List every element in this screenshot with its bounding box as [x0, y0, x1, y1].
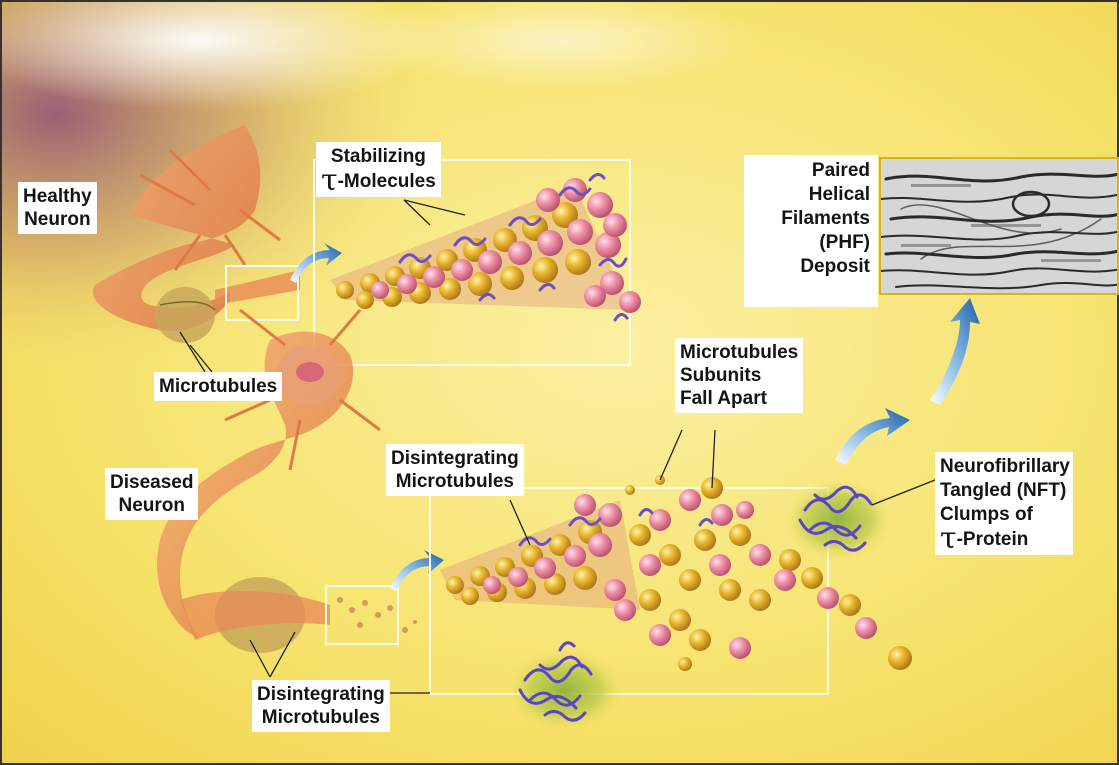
tau-symbol: τ	[321, 163, 338, 198]
label-stabilizing-tau-molecules: Stabilizing τ-Molecules	[316, 142, 441, 197]
phf-micrograph	[879, 157, 1119, 295]
label-phf-deposit: Paired Helical Filaments (PHF) Deposit	[744, 155, 878, 307]
label-nft-tau-protein: Neurofibrillary Tangled (NFT) Clumps of …	[935, 452, 1073, 555]
label-disintegrating-microtubules-bottom: Disintegrating Microtubules	[252, 680, 390, 732]
label-disintegrating-microtubules-top: Disintegrating Microtubules	[386, 444, 524, 496]
label-healthy-neuron: Healthy Neuron	[18, 182, 97, 234]
tau-symbol: τ	[940, 521, 957, 556]
phf-micrograph-texture	[881, 159, 1119, 295]
label-microtubules: Microtubules	[154, 372, 282, 401]
label-subunits-fall-apart: Microtubules Subunits Fall Apart	[675, 338, 803, 413]
nft-clump-right	[783, 478, 893, 562]
label-diseased-neuron: Diseased Neuron	[105, 468, 198, 520]
